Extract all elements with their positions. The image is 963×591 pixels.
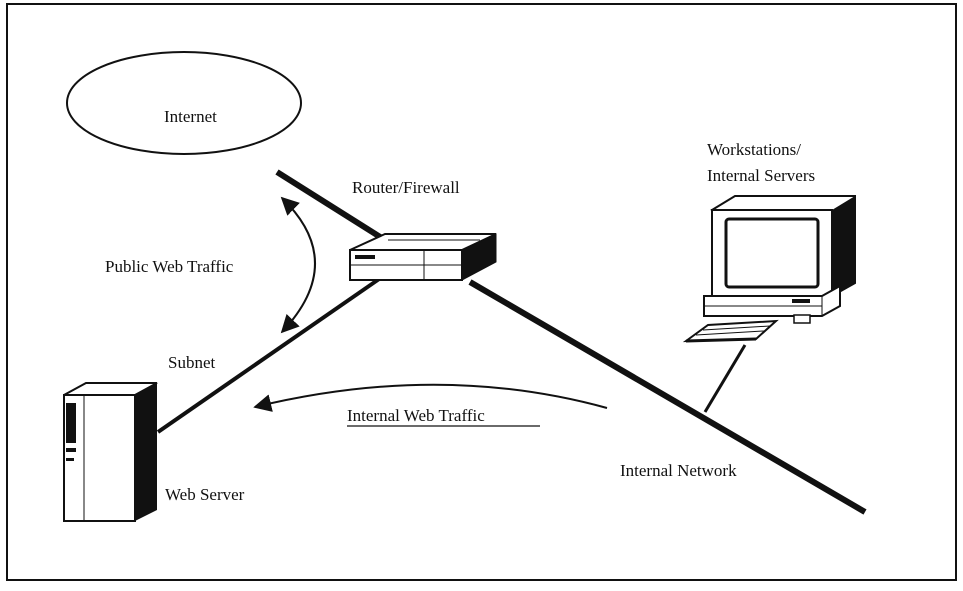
internet-cloud-icon	[66, 51, 302, 155]
workstations-label-line2: Internal Servers	[707, 166, 815, 185]
internal-network-link	[468, 279, 867, 515]
web-server-label: Web Server	[165, 485, 245, 504]
workstations-label-line1: Workstations/	[707, 140, 801, 159]
public-traffic-arrow	[280, 196, 316, 334]
workstation-icon	[682, 195, 856, 343]
subnet-label: Subnet	[168, 353, 216, 372]
internet-label: Internet	[164, 107, 217, 126]
internal-traffic-arrow	[253, 383, 608, 412]
internal-web-traffic-label: Internal Web Traffic	[347, 406, 485, 425]
internet-link	[275, 169, 387, 243]
subnet-link	[156, 266, 397, 434]
internal-network-label: Internal Network	[620, 461, 737, 480]
router-firewall-label: Router/Firewall	[352, 178, 460, 197]
diagram-frame	[6, 3, 957, 581]
router-icon	[349, 233, 497, 281]
public-web-traffic-label: Public Web Traffic	[105, 257, 234, 276]
workstation-link	[703, 344, 747, 413]
web-server-icon	[63, 382, 158, 522]
